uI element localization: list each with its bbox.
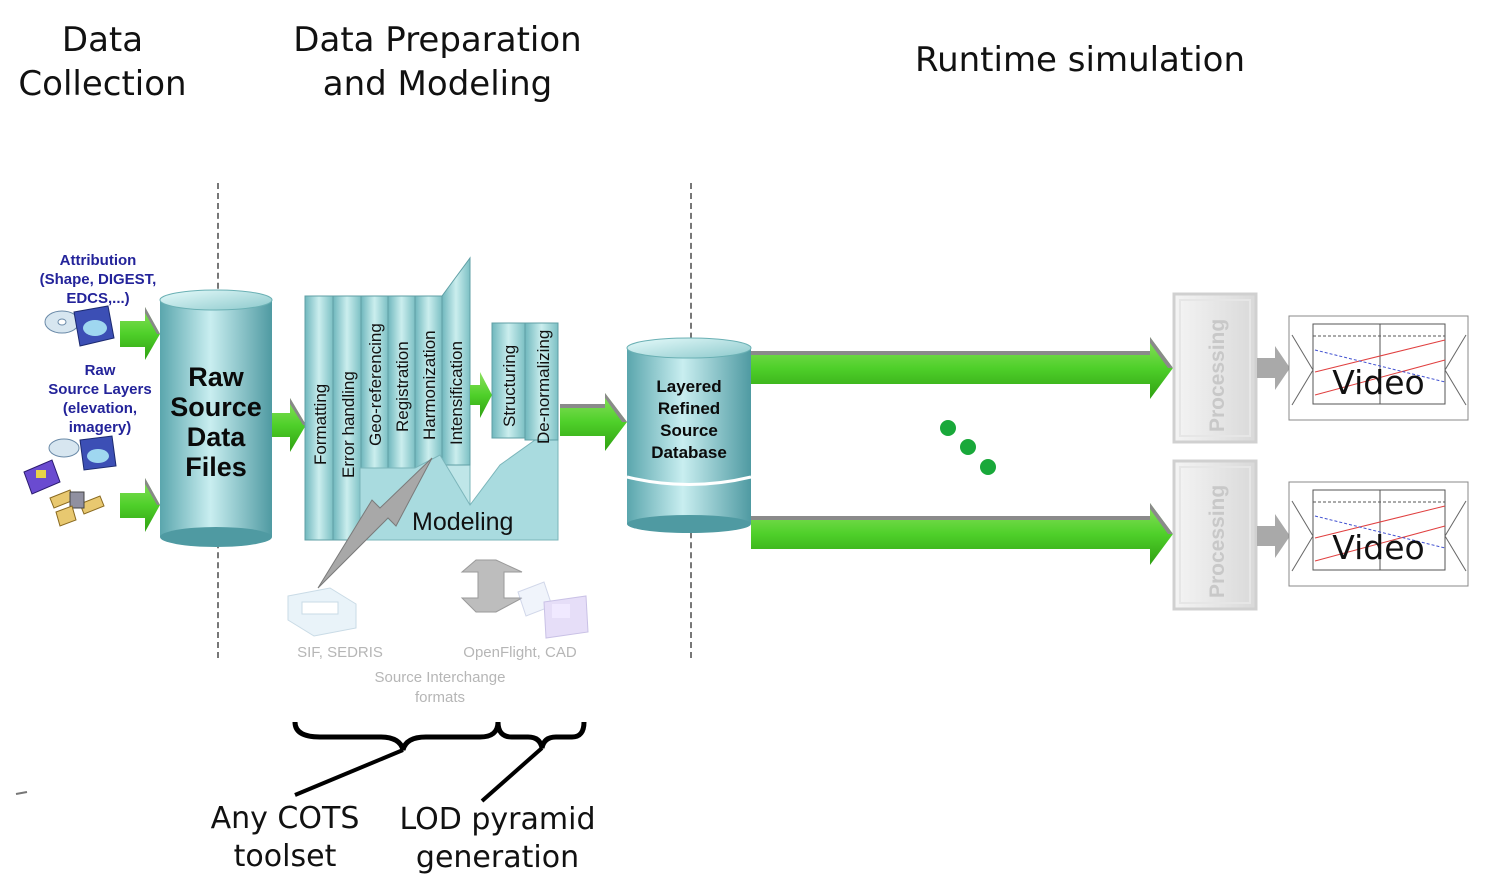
raw-source-line: Data bbox=[186, 422, 246, 452]
arrow-intensification-to-structuring bbox=[470, 372, 492, 418]
printer-icon bbox=[287, 587, 357, 637]
arrow-processing-to-video-bottom bbox=[1257, 514, 1290, 558]
step-harmonization: Harmonization bbox=[420, 330, 439, 440]
attribution-line: EDCS,...) bbox=[66, 290, 130, 307]
caption-line: Source Interchange bbox=[374, 669, 506, 686]
raw-source-label: Raw Source Data Files bbox=[160, 362, 272, 482]
raw-source-line: Source bbox=[170, 392, 262, 422]
header-data-collection: Data Collection bbox=[10, 18, 195, 106]
step-geo-referencing: Geo-referencing bbox=[366, 323, 385, 446]
lod-line: generation bbox=[415, 840, 580, 875]
database-label: Layered Refined Source Database bbox=[627, 376, 751, 464]
processing-box-top bbox=[1172, 292, 1258, 444]
cots-label: Any COTS toolset bbox=[190, 800, 380, 876]
arrow-database-to-processing-top bbox=[751, 337, 1173, 399]
attribution-label: Attribution (Shape, DIGEST, EDCS,...) bbox=[28, 251, 168, 308]
step-structuring: Structuring bbox=[500, 345, 519, 427]
header-line: and Modeling bbox=[322, 64, 553, 104]
raw-source-layers-label: Raw Source Layers (elevation, imagery) bbox=[32, 361, 168, 437]
step-registration: Registration bbox=[393, 341, 412, 432]
database-cylinder bbox=[626, 337, 752, 533]
raw-layers-line: imagery) bbox=[68, 419, 132, 436]
step-intensification: Intensification bbox=[447, 341, 466, 445]
lod-label: LOD pyramid generation bbox=[390, 801, 605, 877]
source-interchange-caption: Source Interchange formats bbox=[350, 668, 530, 708]
processing-box-bottom bbox=[1172, 459, 1258, 611]
header-data-preparation: Data Preparation and Modeling bbox=[280, 18, 595, 106]
step-de-normalizing: De-normalizing bbox=[534, 330, 553, 444]
arrow-steps-to-database bbox=[560, 393, 627, 451]
stray-mark bbox=[15, 791, 28, 795]
video-frame-bottom bbox=[1288, 481, 1469, 587]
raw-layers-line: Raw bbox=[84, 362, 116, 379]
satellite-icon bbox=[23, 435, 117, 527]
sif-sedris-label: SIF, SEDRIS bbox=[297, 644, 383, 661]
brace-cots bbox=[292, 721, 501, 797]
attribution-line: (Shape, DIGEST, bbox=[39, 271, 157, 288]
lightning-icon bbox=[317, 457, 433, 589]
raw-source-cylinder bbox=[159, 289, 273, 547]
database-line: Refined bbox=[657, 399, 721, 418]
raw-layers-line: Source Layers bbox=[48, 381, 152, 398]
header-line: Data Preparation bbox=[293, 20, 582, 60]
modeling-label: Modeling bbox=[412, 508, 513, 536]
cots-line: Any COTS bbox=[210, 801, 360, 836]
caption-line: formats bbox=[414, 689, 465, 706]
raw-source-line: Files bbox=[185, 452, 247, 482]
raw-layers-line: (elevation, bbox=[62, 400, 138, 417]
arrow-raw-to-steps bbox=[272, 398, 306, 452]
attribution-line: Attribution bbox=[59, 252, 137, 269]
arrow-processing-to-video-top bbox=[1257, 346, 1290, 390]
step-error-handling: Error handling bbox=[339, 371, 358, 478]
header-runtime: Runtime simulation bbox=[914, 40, 1246, 80]
video-frame-top bbox=[1288, 315, 1469, 421]
lod-line: LOD pyramid bbox=[399, 802, 596, 837]
up-down-arrow-icon bbox=[460, 559, 523, 613]
arrow-database-to-processing-bottom bbox=[751, 503, 1173, 565]
openflight-cad-label: OpenFlight, CAD bbox=[463, 644, 577, 661]
video-label-bottom: Video bbox=[1332, 528, 1425, 567]
video-label-top: Video bbox=[1332, 363, 1425, 402]
input-arrow-top bbox=[120, 307, 160, 360]
cots-line: toolset bbox=[233, 839, 337, 874]
raw-source-line: Raw bbox=[188, 362, 244, 392]
header-line: Collection bbox=[18, 64, 187, 104]
input-arrow-bottom bbox=[120, 478, 160, 532]
database-line: Layered bbox=[656, 377, 722, 396]
processing-label-bottom: Processing bbox=[1206, 485, 1229, 598]
cad-disk-icon bbox=[517, 581, 589, 639]
ellipsis-dots bbox=[940, 420, 996, 475]
step-formatting: Formatting bbox=[311, 384, 330, 465]
disk-icon bbox=[44, 305, 115, 347]
processing-label-top: Processing bbox=[1206, 319, 1229, 432]
database-line: Database bbox=[651, 443, 727, 462]
brace-lod bbox=[480, 721, 587, 803]
header-line: Data bbox=[61, 20, 144, 60]
database-line: Source bbox=[660, 421, 718, 440]
